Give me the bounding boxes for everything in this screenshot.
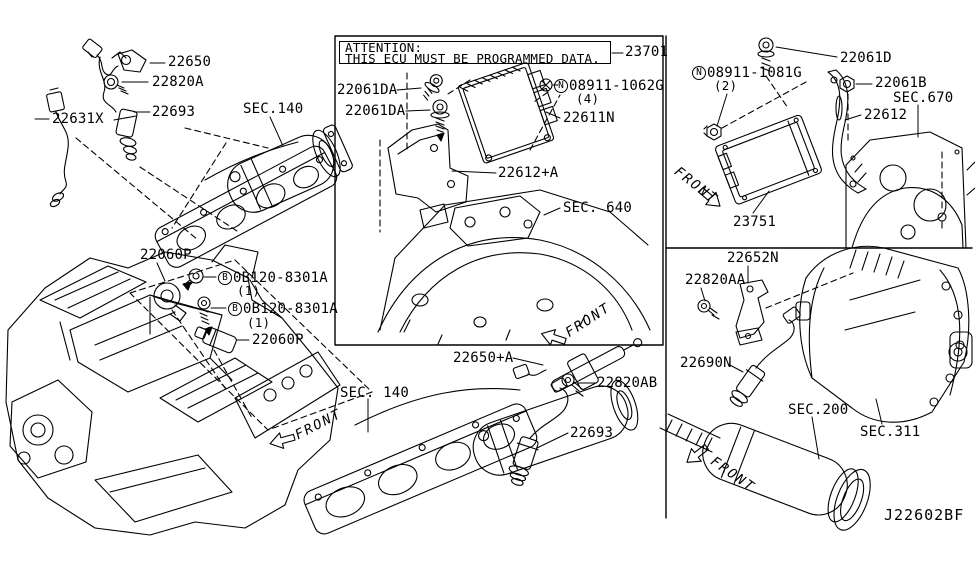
section-label-sec140-bottom: SEC. 140 bbox=[340, 385, 410, 401]
part-label-22693-bottom: 22693 bbox=[570, 425, 614, 441]
catalyst-bottom-illustration bbox=[472, 379, 639, 476]
part-label-22650A: 22650+A bbox=[453, 350, 514, 366]
part-label-0B120-lower: B 0B120-8301A bbox=[228, 302, 338, 316]
body-panel-sec670-illustration bbox=[845, 131, 975, 249]
attention-line2: THIS ECU MUST BE PROGRAMMED DATA. bbox=[345, 50, 600, 66]
front-arrow-ecm-panel bbox=[698, 187, 721, 207]
exhaust-sec200-illustration bbox=[659, 413, 871, 531]
part-label-22612A: 22612+A bbox=[498, 165, 559, 181]
bolt-22820AB-illustration bbox=[561, 373, 584, 397]
ecu-panel-dashed-leaders bbox=[379, 72, 561, 233]
part-label-0B120-upper: B 0B120-8301A bbox=[218, 271, 328, 285]
part-label-22061DA-upper: 22061DA bbox=[337, 82, 398, 98]
part-label-22060P-upper: 22060P bbox=[140, 247, 192, 263]
ecu-bracket-22612A-illustration bbox=[387, 123, 469, 229]
bolt-22820AA-illustration bbox=[697, 299, 720, 320]
section-label-sec640: SEC. 640 bbox=[563, 200, 633, 216]
part-label-22612: 22612 bbox=[864, 107, 908, 123]
attention-line1: ATTENTION: bbox=[345, 40, 423, 55]
qty-label-1081G: (2) bbox=[714, 78, 738, 93]
ecm-bolt-22061D-illustration bbox=[757, 37, 775, 72]
part-label-22650: 22650 bbox=[168, 54, 212, 70]
ecm-nut-illustration bbox=[703, 123, 722, 141]
nut-prefix-circle-N: N bbox=[554, 79, 568, 93]
front-arrow-ecu-panel bbox=[540, 329, 567, 346]
rear-sensor-22631X-illustration bbox=[46, 87, 69, 208]
ecm-panel-dashed-leaders bbox=[721, 75, 943, 213]
o2-sensor-22690N-illustration bbox=[729, 306, 801, 407]
ecu-panel-frame bbox=[334, 35, 664, 346]
ecu-22611N-illustration bbox=[457, 62, 558, 164]
part-label-08911-1081G: N 08911-1081G bbox=[692, 66, 802, 80]
part-label-22652N: 22652N bbox=[727, 250, 779, 266]
ecm-flange-nut-22061B-illustration bbox=[839, 75, 855, 93]
top-left-dashed-leaders bbox=[75, 127, 269, 241]
leader-lines bbox=[34, 46, 919, 460]
bolt-prefix-circle-B1: B bbox=[218, 271, 232, 285]
bolt-prefix-circle-B2: B bbox=[228, 302, 242, 316]
section-label-sec140-top: SEC.140 bbox=[243, 101, 304, 117]
strut-tower-sec640-illustration bbox=[377, 189, 651, 345]
transmission-sec311-illustration bbox=[795, 245, 973, 423]
part-label-22631X: 22631X bbox=[52, 111, 104, 127]
part-label-23751: 23751 bbox=[733, 214, 777, 230]
ecu-bolt-lower-illustration bbox=[430, 99, 450, 142]
o2-sensor-22693-illustration bbox=[98, 56, 138, 161]
knock-sensor-dashed-region bbox=[129, 259, 373, 431]
section-label-sec311: SEC.311 bbox=[860, 424, 921, 440]
part-label-22820A: 22820A bbox=[152, 74, 204, 90]
ecm-23751-illustration bbox=[715, 114, 822, 205]
ecm-bracket-22612-illustration bbox=[827, 69, 867, 194]
section-label-sec200: SEC.200 bbox=[788, 402, 849, 418]
bolt-22820A-illustration bbox=[103, 74, 129, 95]
part-label-22820AA: 22820AA bbox=[685, 272, 746, 288]
knock-sensor-upper-illustration bbox=[153, 268, 204, 322]
section-label-sec670: SEC.670 bbox=[893, 90, 954, 106]
bracket-22652N-illustration bbox=[735, 279, 769, 346]
af-sensor-22650-illustration bbox=[82, 38, 147, 76]
diagram-code: J22602BF bbox=[884, 506, 965, 524]
o2-sensor-22693-bottom-illustration bbox=[508, 377, 569, 486]
attention-note: ATTENTION: THIS ECU MUST BE PROGRAMMED D… bbox=[339, 41, 611, 64]
part-label-22820AB: 22820AB bbox=[597, 375, 658, 391]
part-label-22693-top: 22693 bbox=[152, 104, 196, 120]
engine-illustration bbox=[5, 244, 341, 536]
part-label-22061B: 22061B bbox=[875, 75, 927, 91]
exhaust-manifold-top-illustration bbox=[154, 124, 353, 268]
part-label-22061D: 22061D bbox=[840, 50, 892, 66]
qty-label-1062G: (4) bbox=[576, 91, 600, 106]
part-label-08911-1062G: N 08911-1062G bbox=[554, 79, 664, 93]
trans-panel-dashed-leaders bbox=[765, 272, 854, 309]
part-label-22060P-lower: 22060P bbox=[252, 332, 304, 348]
panel-frames bbox=[334, 35, 973, 519]
part-label-22690N: 22690N bbox=[680, 355, 732, 371]
qty-label-0B120-lower: (1) bbox=[247, 315, 271, 330]
front-arrow-lower-manifold bbox=[269, 432, 296, 449]
part-label-23701: 23701 bbox=[625, 44, 669, 60]
ecu-bolt-upper-illustration bbox=[423, 74, 443, 101]
knock-sensor-lower-illustration bbox=[194, 296, 237, 354]
qty-label-0B120-upper: (1) bbox=[237, 283, 261, 298]
heat-shield-line bbox=[204, 141, 299, 181]
part-label-22061DA-lower: 22061DA bbox=[345, 103, 406, 119]
front-arrow-trans-panel bbox=[686, 443, 710, 463]
part-label-22611N: 22611N bbox=[563, 110, 615, 126]
exhaust-manifold-bottom-illustration bbox=[303, 379, 639, 535]
nut-prefix-circle-N2: N bbox=[692, 66, 706, 80]
